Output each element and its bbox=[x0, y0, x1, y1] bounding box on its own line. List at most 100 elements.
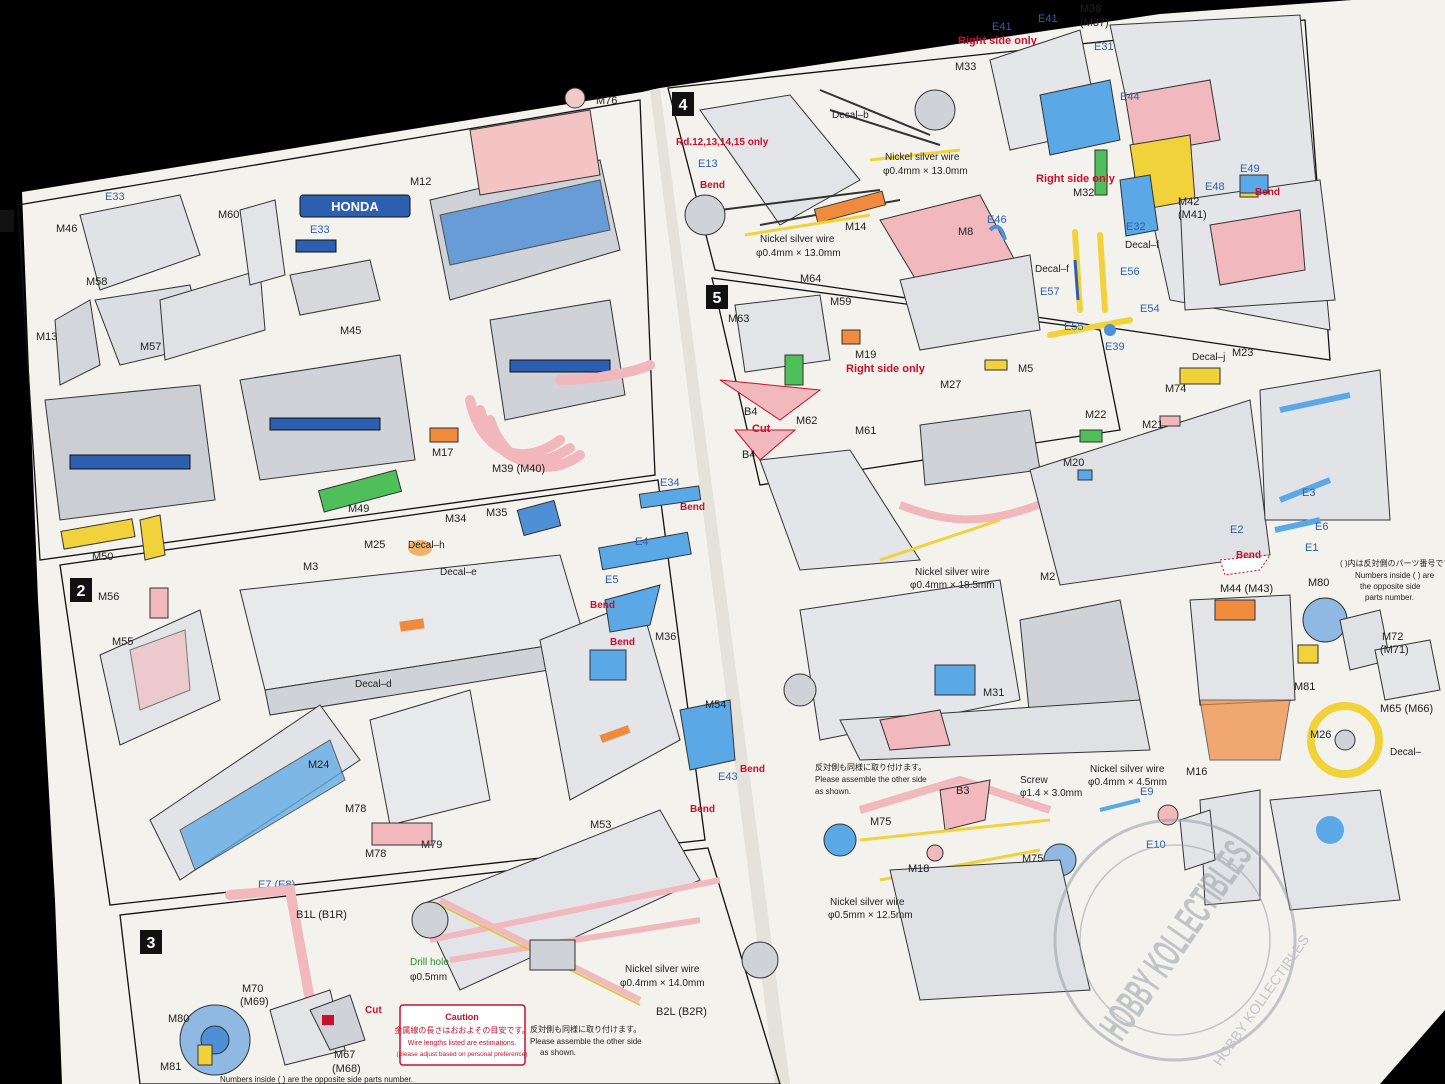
label-e31: E31 bbox=[1094, 41, 1114, 53]
bend-note-1: Bend bbox=[680, 502, 705, 513]
label-m26: M26 bbox=[1310, 729, 1331, 741]
label-m64: M64 bbox=[800, 273, 821, 285]
label-m76: M76 bbox=[596, 95, 617, 107]
label-e33a: E33 bbox=[105, 191, 125, 203]
label-e33b: E33 bbox=[310, 224, 330, 236]
wire-note-1-dim: φ0.4mm × 13.0mm bbox=[756, 248, 841, 259]
label-decal-h: Decal–h bbox=[408, 540, 445, 551]
label-m42: M42 bbox=[1178, 196, 1199, 208]
label-b1l: B1L (B1R) bbox=[296, 909, 347, 921]
label-decal-e: Decal–e bbox=[440, 567, 477, 578]
label-m56: M56 bbox=[98, 591, 119, 603]
label-m12: M12 bbox=[410, 176, 431, 188]
wire-note-5-dim: φ0.4mm × 4.5mm bbox=[1088, 777, 1167, 788]
rear-suspension-illustration bbox=[179, 809, 779, 1076]
label-b4b: B4 bbox=[742, 449, 755, 461]
paper-sheet bbox=[22, 0, 1445, 1084]
label-m63: M63 bbox=[728, 313, 749, 325]
label-m62: M62 bbox=[796, 415, 817, 427]
label-e6: E6 bbox=[1315, 521, 1328, 533]
label-m50: M50 bbox=[92, 551, 113, 563]
label-m16: M16 bbox=[1186, 766, 1207, 778]
label-m61: M61 bbox=[855, 425, 876, 437]
label-m59: M59 bbox=[830, 296, 851, 308]
label-m45: M45 bbox=[340, 325, 361, 337]
label-m25: M25 bbox=[364, 539, 385, 551]
label-m44: M44 (M43) bbox=[1220, 583, 1273, 595]
step-2-badge: 2 bbox=[70, 578, 92, 602]
label-m49: M49 bbox=[348, 503, 369, 515]
label-m78a: M78 bbox=[345, 803, 366, 815]
label-m5: M5 bbox=[1018, 363, 1033, 375]
label-m14: M14 bbox=[845, 221, 866, 233]
label-b4a: B4 bbox=[744, 406, 757, 418]
front-suspension-illustration bbox=[684, 14, 1336, 371]
label-m72: M72 bbox=[1382, 631, 1403, 643]
wire-note-6: Nickel silver wire bbox=[830, 897, 905, 908]
step-2-number: 2 bbox=[77, 583, 86, 600]
label-e4: E4 bbox=[635, 536, 648, 548]
label-decal-j: Decal–j bbox=[1192, 352, 1225, 363]
other-side-en3: Please assemble the other side bbox=[815, 775, 927, 784]
cut-note-step3: Cut bbox=[365, 1005, 382, 1016]
step-4-number: 4 bbox=[679, 97, 688, 114]
label-m21: M21 bbox=[1142, 419, 1163, 431]
wire-note-4-dim: φ0.4mm × 14.0mm bbox=[620, 978, 705, 989]
label-m27: M27 bbox=[940, 379, 961, 391]
label-m75b: M75 bbox=[1022, 853, 1043, 865]
label-m54: M54 bbox=[705, 699, 726, 711]
label-e44: E44 bbox=[1120, 91, 1140, 103]
label-e2: E2 bbox=[1230, 524, 1243, 536]
label-m67: M67 bbox=[334, 1049, 355, 1061]
label-m80b: M80 bbox=[1308, 577, 1329, 589]
label-m46: M46 bbox=[56, 223, 77, 235]
label-m18: M18 bbox=[908, 863, 929, 875]
other-side-en4: as shown. bbox=[815, 787, 851, 796]
numbers-en1: Numbers inside ( ) are bbox=[1355, 571, 1435, 580]
label-e57: E57 bbox=[1040, 286, 1060, 298]
step5-and-final-illustration bbox=[719, 294, 1441, 1001]
label-b3: B3 bbox=[956, 785, 969, 797]
label-m22: M22 bbox=[1085, 409, 1106, 421]
label-b2l: B2L (B2R) bbox=[656, 1006, 707, 1018]
step-3-number: 3 bbox=[147, 935, 156, 952]
wire-note-3: Nickel silver wire bbox=[915, 567, 990, 578]
label-m20: M20 bbox=[1063, 457, 1084, 469]
label-m2: M2 bbox=[1040, 571, 1055, 583]
drill-hole-note: Drill hole bbox=[410, 957, 449, 968]
label-e13: E13 bbox=[698, 158, 718, 170]
numbers-en2: the opposite side bbox=[1360, 582, 1421, 591]
wire-note-2-dim: φ0.4mm × 13.0mm bbox=[883, 166, 968, 177]
label-m33: M33 bbox=[955, 61, 976, 73]
engine-parts-illustration: HONDA bbox=[44, 87, 655, 561]
label-m70: M70 bbox=[242, 983, 263, 995]
label-m53: M53 bbox=[590, 819, 611, 831]
screw-note-dim: φ1.4 × 3.0mm bbox=[1020, 788, 1082, 799]
label-m55: M55 bbox=[112, 636, 133, 648]
label-m24: M24 bbox=[308, 759, 329, 771]
step-3-badge: 3 bbox=[140, 930, 162, 954]
label-m37: (M37) bbox=[1080, 17, 1109, 29]
step-5-badge: 5 bbox=[706, 285, 728, 309]
bend-note-8: Bend bbox=[1236, 550, 1261, 561]
label-e56: E56 bbox=[1120, 266, 1140, 278]
other-side-jp2: 反対側も同様に取り付けます。 bbox=[815, 762, 926, 772]
caution-en1: Wire lengths listed are estimations. bbox=[408, 1040, 517, 1047]
label-m58: M58 bbox=[86, 276, 107, 288]
numbers-en3: parts number. bbox=[1365, 593, 1414, 602]
monocoque-illustration bbox=[99, 485, 736, 881]
bend-note-6: Bend bbox=[700, 180, 725, 191]
caution-jp: 金属線の長さはおおよその目安です。 bbox=[394, 1025, 529, 1035]
label-m60: M60 bbox=[218, 209, 239, 221]
label-e1: E1 bbox=[1305, 542, 1318, 554]
bend-note-4: Bend bbox=[740, 764, 765, 775]
step1-frame bbox=[17, 99, 656, 561]
label-m79: M79 bbox=[421, 839, 442, 851]
label-e55: E55 bbox=[1064, 321, 1084, 333]
label-e32: E32 bbox=[1126, 221, 1146, 233]
label-e41: E41 bbox=[992, 21, 1012, 33]
cut-note-step5: Cut bbox=[752, 423, 771, 435]
numbers-jp: ( )内は反対側のパーツ番号です。 bbox=[1340, 558, 1445, 568]
caution-en2: (please adjust based on personal prefere… bbox=[397, 1051, 528, 1058]
